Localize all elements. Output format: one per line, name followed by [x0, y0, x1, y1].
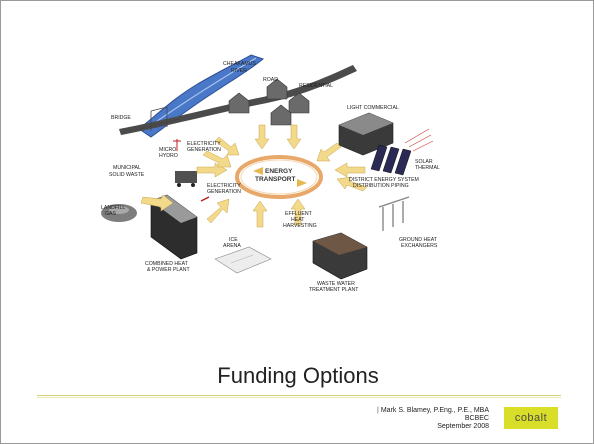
energy-transport-ring-inner	[240, 159, 318, 195]
label-waste-2: TREATMENT PLANT	[309, 287, 359, 293]
electricity-red-arrow	[200, 196, 210, 202]
label-solar-1: SOLAR	[415, 159, 433, 165]
arrow-chp	[206, 198, 230, 224]
ground-heat-exchangers	[378, 196, 410, 231]
landfill-mound	[101, 204, 137, 222]
arrow-bridge	[214, 136, 240, 156]
separator-bar: |	[377, 407, 379, 414]
arrow-district	[336, 176, 368, 192]
label-ground-2: EXCHANGERS	[401, 243, 438, 249]
hub-label-1: ENERGY	[265, 168, 293, 175]
label-district-1: DISTRICT ENERGY SYSTEM	[349, 177, 419, 183]
label-chp-2: & POWER PLANT	[147, 267, 190, 273]
circulation-arrows	[253, 167, 307, 187]
arrow-ice	[252, 200, 268, 228]
author-date: September 2008	[437, 423, 489, 430]
arrow-effluent	[290, 198, 306, 226]
river-shape	[138, 54, 265, 138]
label-elec-gen-top-2: GENERATION	[187, 147, 221, 153]
label-waste-1: WASTE WATER	[317, 281, 355, 287]
label-effluent-2: HEAT	[291, 217, 305, 223]
author-org: BCBEC	[464, 415, 489, 422]
arrow-elec-gen	[202, 150, 232, 168]
label-effluent-3: HARVESTING	[283, 223, 317, 229]
author-block: |Mark S. Blamey, P.Eng., P.E., MBA BCBEC…	[377, 407, 489, 431]
hub-label-2: TRANSPORT	[255, 176, 295, 183]
footer-divider-light	[37, 397, 561, 398]
micro-hydro-marker	[173, 139, 181, 151]
label-river-1: CHEAKAMUS	[223, 61, 256, 67]
solar-thermal-panels	[370, 144, 412, 176]
label-effluent-1: EFFLUENT	[285, 211, 313, 217]
bridge-shape	[138, 106, 180, 131]
energy-transport-ring	[235, 155, 323, 199]
label-light-commercial: LIGHT COMMERCIAL	[347, 105, 399, 111]
label-landfill-2: GAS	[105, 211, 116, 217]
arrow-residential	[286, 124, 302, 150]
label-elec-gen-mid-2: GENERATION	[207, 189, 241, 195]
label-municipal-2: SOLID WASTE	[109, 172, 145, 178]
sun-rays	[404, 128, 434, 152]
light-commercial-building	[338, 112, 394, 156]
label-residential: RESIDENTIAL	[299, 83, 333, 89]
arrow-light-commercial	[316, 142, 342, 162]
slide-title: Funding Options	[217, 363, 379, 388]
label-district-2: DISTRIBUTION PIPING	[353, 183, 409, 189]
label-solar-2: THERMAL	[415, 165, 440, 171]
label-river-2: RIVER	[231, 68, 247, 74]
label-micro-2: HYDRO	[159, 153, 178, 159]
solid-waste-truck	[175, 171, 197, 187]
label-road: ROAD	[263, 77, 278, 83]
label-ground-1: GROUND HEAT	[399, 237, 438, 243]
logo-text: cobalt	[514, 412, 548, 424]
label-elec-gen-mid-1: ELECTRICITY	[207, 183, 241, 189]
arrow-solar	[334, 162, 366, 178]
label-municipal-1: MUNICIPAL	[113, 165, 141, 171]
energy-arrows	[140, 124, 368, 228]
arrow-road	[254, 124, 270, 150]
label-landfill-1: LANDFILL	[101, 205, 125, 211]
arrow-landfill	[140, 194, 174, 212]
footer-divider	[37, 395, 561, 396]
author-name-line: |Mark S. Blamey, P.Eng., P.E., MBA	[377, 407, 489, 415]
waste-water-plant	[312, 232, 368, 280]
ice-arena	[214, 246, 272, 274]
cobalt-logo: cobalt	[504, 407, 558, 429]
label-ice-2: ARENA	[223, 243, 241, 249]
label-ice-1: ICE	[229, 237, 238, 243]
label-elec-gen-top-1: ELECTRICITY	[187, 141, 221, 147]
residential-houses	[228, 78, 310, 126]
label-micro-1: MICRO	[159, 147, 176, 153]
author-name: Mark S. Blamey, P.Eng., P.E., MBA	[380, 407, 489, 414]
label-bridge: BRIDGE	[111, 115, 131, 121]
road-shape	[119, 65, 357, 135]
label-chp-1: COMBINED HEAT	[145, 261, 189, 267]
